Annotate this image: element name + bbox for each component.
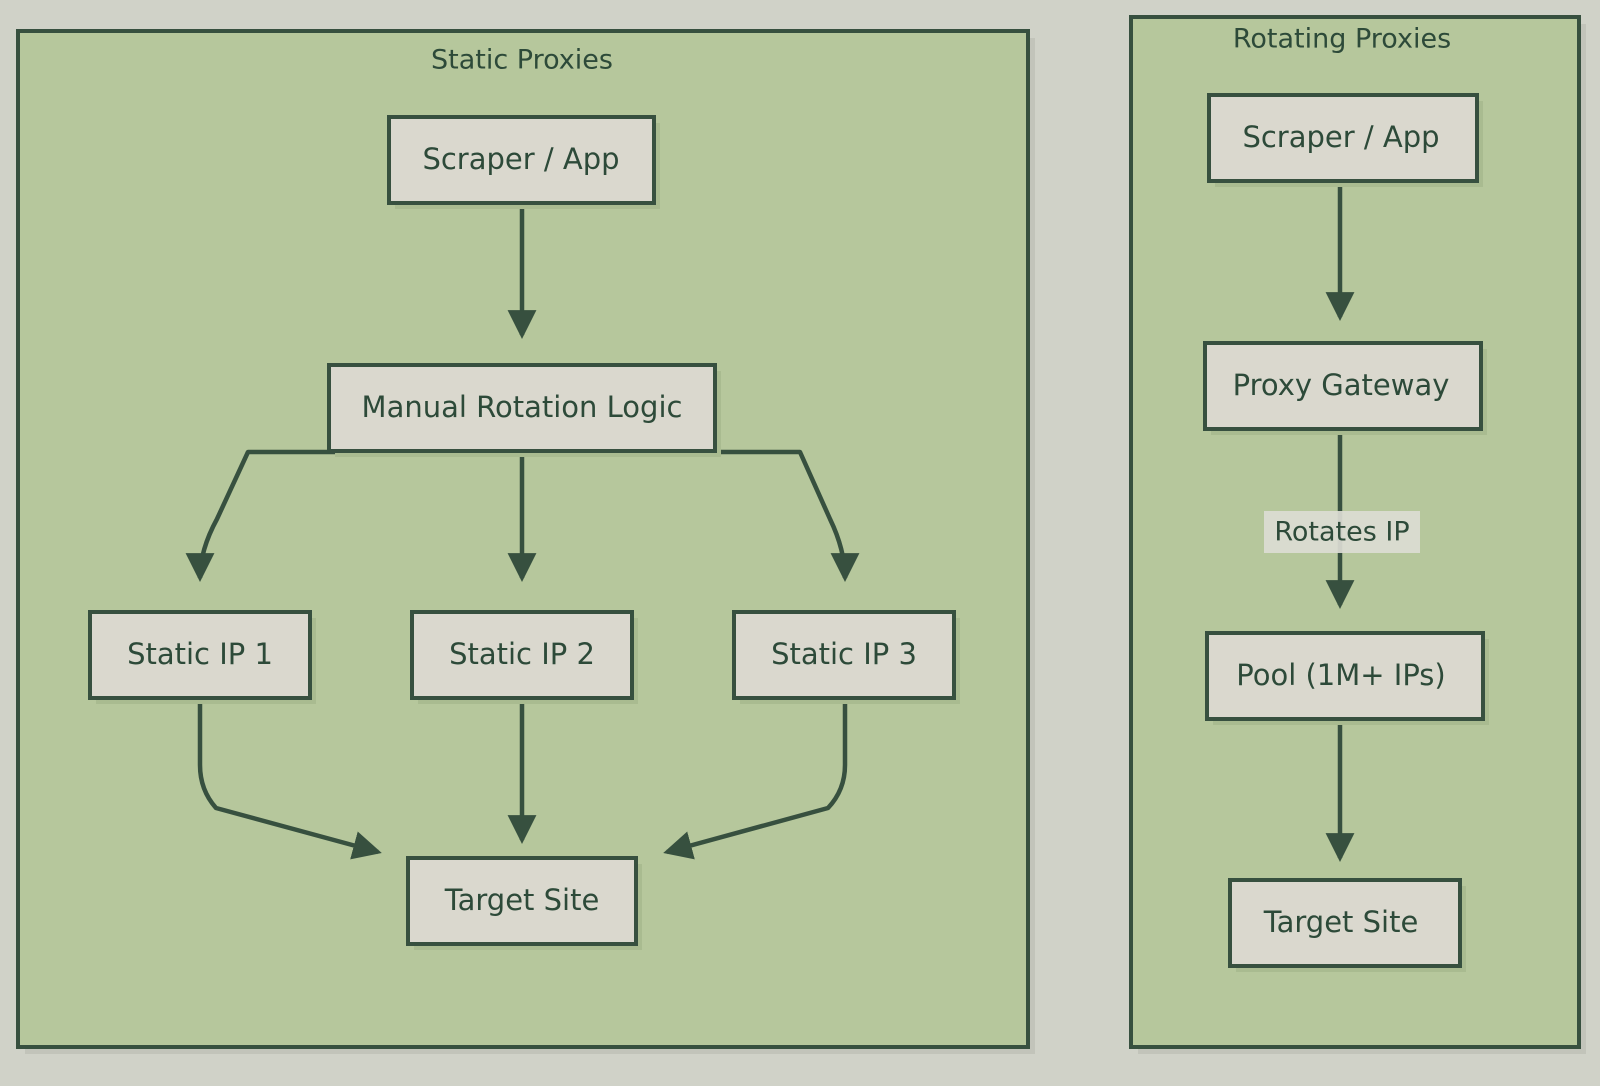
node-static-ip-2[interactable]: Static IP 2 <box>410 610 638 704</box>
cluster-rotating-title: Rotating Proxies <box>1233 24 1451 55</box>
node-static-ip-2-box[interactable] <box>410 610 634 700</box>
node-static-scraper[interactable]: Scraper / App <box>387 115 660 209</box>
node-proxy-gateway-label: Proxy Gateway <box>1233 368 1450 402</box>
node-rotating-target-site[interactable]: Target Site <box>1228 878 1466 972</box>
node-static-ip-3-label: Static IP 3 <box>771 637 917 671</box>
edge-manual-to-ip1 <box>185 449 522 582</box>
edge-label-rotates-ip-bg <box>1264 511 1420 553</box>
node-rotating-target-label: Target Site <box>1263 905 1419 939</box>
edge-manual-to-ip3 <box>522 449 860 582</box>
node-static-scraper-label: Scraper / App <box>422 142 619 176</box>
node-rotating-scraper-label: Scraper / App <box>1242 120 1439 154</box>
node-proxy-gateway[interactable]: Proxy Gateway <box>1203 341 1487 435</box>
node-static-ip-1-label: Static IP 1 <box>127 637 273 671</box>
node-static-scraper-box[interactable] <box>387 115 656 205</box>
node-static-ip-2-label: Static IP 2 <box>449 637 595 671</box>
node-rotating-scraper-box[interactable] <box>1207 93 1479 183</box>
node-rotating-target-box[interactable] <box>1228 878 1462 968</box>
edge-ip3-to-target <box>663 700 848 860</box>
node-static-target-label: Target Site <box>444 883 600 917</box>
edge-ip1-to-target <box>197 700 382 860</box>
edges-static <box>185 205 860 860</box>
node-pool-box[interactable] <box>1205 631 1485 721</box>
node-pool-label: Pool (1M+ IPs) <box>1236 658 1445 692</box>
node-rotating-scraper[interactable]: Scraper / App <box>1207 93 1483 187</box>
cluster-static-title: Static Proxies <box>431 45 613 76</box>
node-static-target-site[interactable]: Target Site <box>406 856 642 950</box>
node-proxy-gateway-box[interactable] <box>1203 341 1483 431</box>
node-manual-label: Manual Rotation Logic <box>362 390 683 424</box>
node-pool[interactable]: Pool (1M+ IPs) <box>1205 631 1489 725</box>
node-static-ip-3[interactable]: Static IP 3 <box>732 610 960 704</box>
node-static-ip-1-box[interactable] <box>88 610 312 700</box>
node-manual-rotation-logic[interactable]: Manual Rotation Logic <box>327 363 721 457</box>
node-static-ip-3-box[interactable] <box>732 610 956 700</box>
node-static-ip-1[interactable]: Static IP 1 <box>88 610 316 704</box>
edge-label-rotates-ip-text: Rotates IP <box>1274 517 1409 548</box>
edge-label-rotates-ip: Rotates IP <box>1264 511 1420 553</box>
node-manual-box[interactable] <box>327 363 717 453</box>
node-static-target-box[interactable] <box>406 856 638 946</box>
